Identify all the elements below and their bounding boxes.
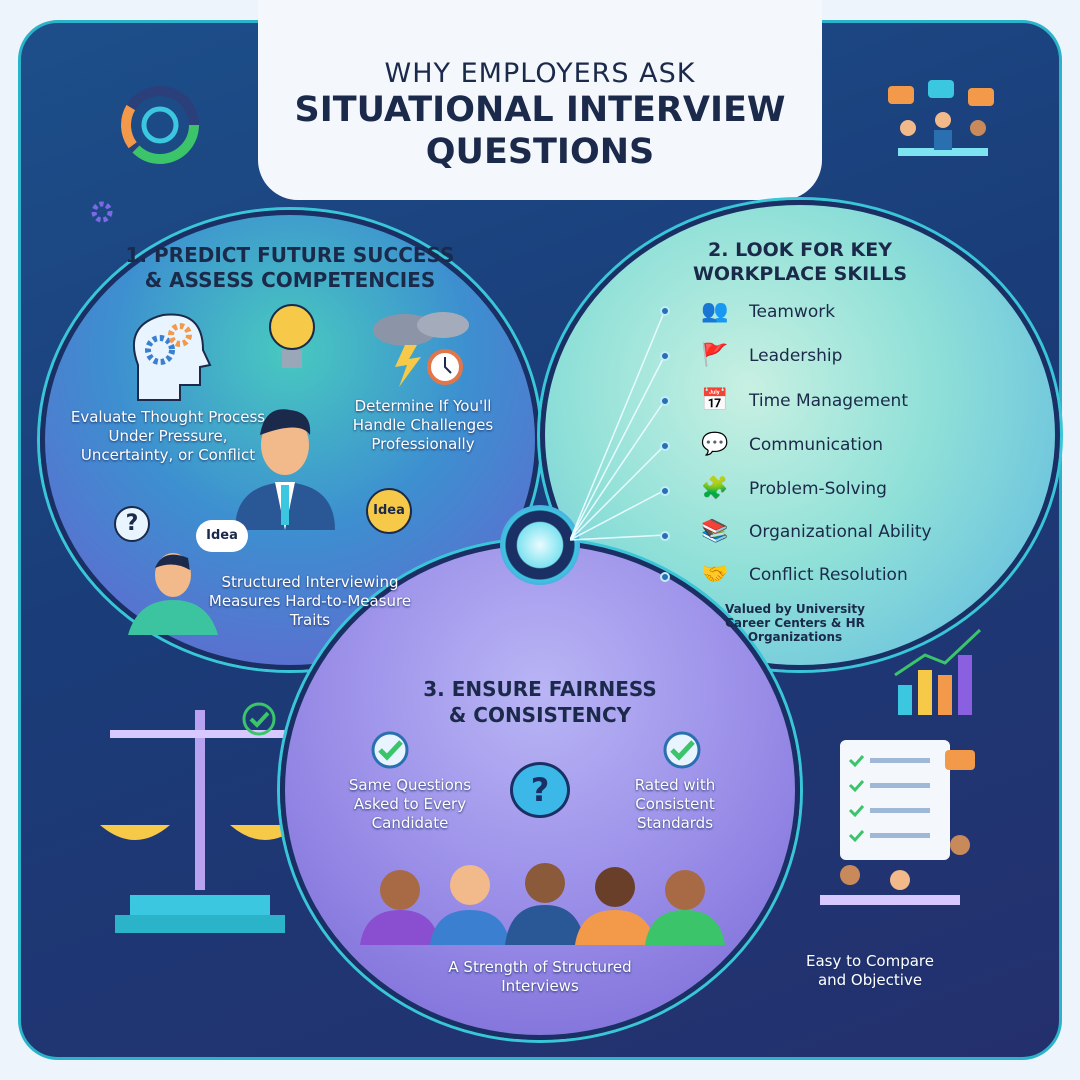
question-bubble: ? <box>114 506 150 542</box>
skill-label: Communication <box>749 435 883 455</box>
title-line3: QUESTIONS <box>425 132 655 172</box>
storm-clock-icon <box>373 312 469 387</box>
candidate-avatar <box>235 409 335 530</box>
chat-bubbles-icon: 💬 <box>701 432 729 457</box>
section3-heading: 3. ENSURE FAIRNESS & CONSISTENCY <box>380 676 700 728</box>
skill-label: Time Management <box>749 391 908 411</box>
skill-conflict-resolution: 🤝 Conflict Resolution <box>695 559 908 591</box>
candidates-group-icon <box>360 863 725 945</box>
center-hub <box>500 505 580 585</box>
section2-heading-line1: 2. LOOK FOR KEY <box>708 239 892 261</box>
skill-time-management: 📅 Time Management <box>695 385 908 417</box>
bar-chart-growth-icon <box>894 628 982 715</box>
team-meeting-icon <box>888 80 994 156</box>
skill-dot <box>660 396 670 406</box>
section3-bottom-text: A Strength of Structured Interviews <box>448 958 632 995</box>
section1-left-text: Evaluate Thought Process Under Pressure,… <box>70 408 266 464</box>
objective-text: Easy to Compare and Objective <box>806 952 934 989</box>
section2-footer: Valued by University Career Centers & HR… <box>725 602 865 644</box>
idea-thought-bubble: Idea <box>196 520 248 552</box>
title-line1: WHY EMPLOYERS ASK <box>384 58 696 89</box>
skill-leadership: 🚩 Leadership <box>695 340 842 372</box>
skill-label: Problem-Solving <box>749 479 887 499</box>
section1-bottom-text: Structured Interviewing Measures Hard-to… <box>208 573 412 629</box>
section2-heading: 2. LOOK FOR KEY WORKPLACE SKILLS <box>650 238 950 286</box>
scales-of-justice-icon <box>100 710 300 933</box>
section2-circle <box>540 200 1060 670</box>
check-circle-icon <box>663 731 701 769</box>
skill-dot <box>660 351 670 361</box>
skill-label: Conflict Resolution <box>749 565 908 585</box>
handshake-icon: 🤝 <box>701 562 729 587</box>
binders-icon: 📚 <box>701 519 729 544</box>
section3-heading-line2: & CONSISTENCY <box>448 703 632 727</box>
donut-chart-icon <box>121 86 199 164</box>
thinking-person-icon <box>128 553 218 635</box>
team-review-checklist-icon <box>820 740 975 905</box>
title-panel: WHY EMPLOYERS ASK SITUATIONAL INTERVIEW … <box>258 0 822 200</box>
skill-organizational-ability: 📚 Organizational Ability <box>695 516 932 548</box>
skill-dot <box>660 486 670 496</box>
skill-communication: 💬 Communication <box>695 429 883 461</box>
section3-right-text: Rated with Consistent Standards <box>634 776 716 832</box>
team-icon: 👥 <box>701 299 729 324</box>
question-chat-icon: ? <box>510 762 570 818</box>
skill-problem-solving: 🧩 Problem-Solving <box>695 473 887 505</box>
skill-dot <box>660 306 670 316</box>
check-circle-icon <box>371 731 409 769</box>
skill-dot <box>660 572 670 582</box>
skill-label: Organizational Ability <box>749 522 932 542</box>
flag-leader-icon: 🚩 <box>701 343 729 368</box>
section1-heading-line2: & ASSESS COMPETENCIES <box>144 268 436 292</box>
section3-left-text: Same Questions Asked to Every Candidate <box>348 776 472 832</box>
calendar-clock-icon: 📅 <box>701 388 729 413</box>
skill-label: Leadership <box>749 346 843 366</box>
skill-dot <box>660 441 670 451</box>
head-gears-icon <box>133 313 212 401</box>
section2-heading-line2: WORKPLACE SKILLS <box>692 263 908 285</box>
check-icon <box>242 702 276 736</box>
idea-lightbulb-icon: Idea <box>366 488 412 534</box>
section3-heading-line1: 3. ENSURE FAIRNESS <box>423 677 657 701</box>
section1-right-text: Determine If You'll Handle Challenges Pr… <box>352 397 494 453</box>
section1-heading: 1. PREDICT FUTURE SUCCESS & ASSESS COMPE… <box>100 243 480 293</box>
puzzle-icon: 🧩 <box>701 476 729 501</box>
title-line2: SITUATIONAL INTERVIEW <box>294 90 786 130</box>
skill-dot <box>660 531 670 541</box>
skill-teamwork: 👥 Teamwork <box>695 296 835 328</box>
connector-lines <box>570 309 666 541</box>
lightbulb-icon <box>269 304 315 368</box>
skill-label: Teamwork <box>749 302 836 322</box>
section1-heading-line1: 1. PREDICT FUTURE SUCCESS <box>125 243 455 267</box>
gear-icon <box>91 201 113 223</box>
